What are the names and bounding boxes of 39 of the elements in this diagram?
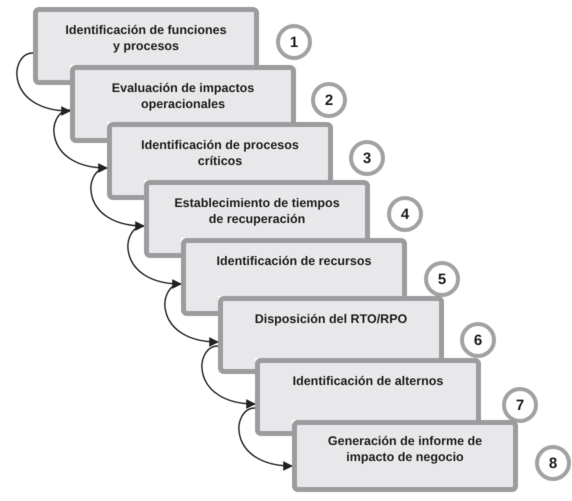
step-number: 7 [516, 396, 524, 414]
step-label: Evaluación de impactos operacionales [110, 80, 256, 113]
curved-arrow [201, 345, 256, 408]
curved-arrow [53, 109, 108, 172]
step-label: Establecimiento de tiempos de recuperación [174, 195, 340, 228]
step-number-circle [349, 140, 385, 176]
step-label: Identificación de alternos [292, 373, 444, 390]
step-number: 1 [290, 34, 298, 50]
step-box [70, 65, 296, 122]
step-number: 6 [474, 332, 482, 348]
step-label: Identificación de recursos [216, 253, 372, 270]
curved-arrow [164, 283, 219, 346]
curved-arrow [127, 225, 182, 288]
curved-arrow [238, 407, 293, 470]
step-box [144, 180, 370, 238]
step-number-circle [535, 445, 571, 481]
step-box [292, 420, 518, 492]
step-number: 4 [400, 206, 410, 222]
step-box [107, 122, 333, 180]
step-number-circle [424, 261, 460, 297]
step-label: Identificación de funciones y procesos [64, 22, 228, 55]
step-label: Identificación de procesos críticos [140, 137, 300, 170]
step-box [33, 7, 259, 65]
step-number-circle [311, 82, 347, 118]
step-number-circle [460, 322, 496, 358]
step-box [218, 296, 444, 358]
step-number-circle [502, 387, 538, 423]
step-number-circle [276, 24, 312, 60]
curved-arrow [90, 167, 145, 230]
step-number: 5 [438, 270, 446, 288]
step-box [255, 358, 481, 420]
step-number: 8 [548, 454, 558, 472]
step-number-circle [387, 196, 423, 232]
step-number: 3 [362, 150, 372, 166]
curved-arrow [16, 52, 71, 116]
step-number: 2 [324, 92, 334, 108]
step-label: Generación de informe de impacto de negocio [326, 433, 484, 466]
step-label: Disposición del RTO/RPO [254, 311, 408, 328]
step-box [181, 238, 407, 296]
